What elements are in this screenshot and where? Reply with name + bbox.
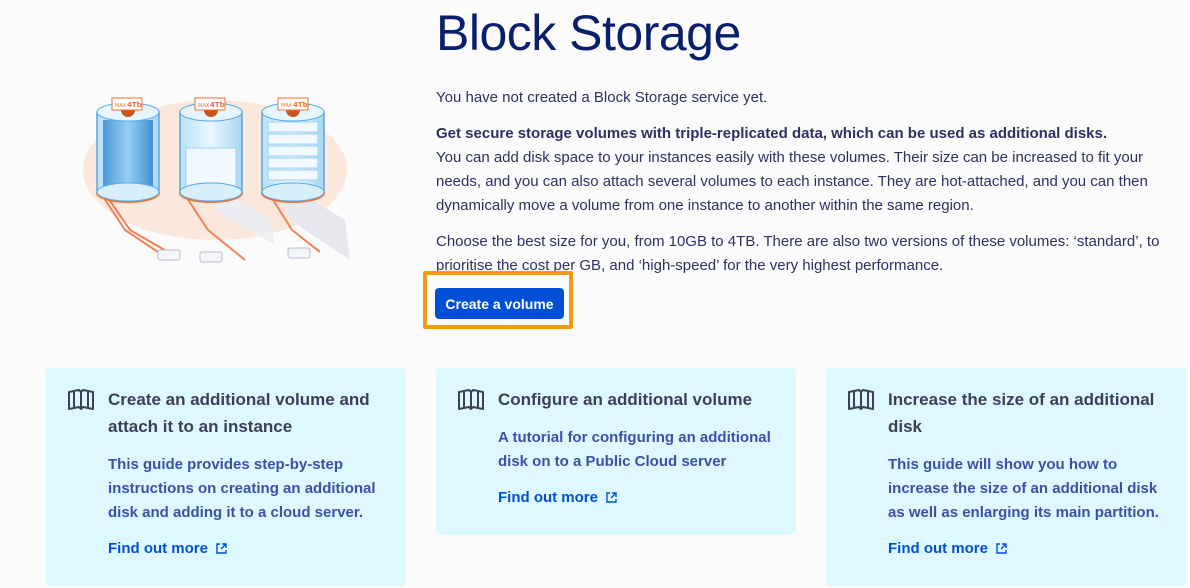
storage-illustration: MAX 4Tb MAX 4Tb MAX 4Tb: [83, 97, 350, 263]
guide-description: This guide will show you how to increase…: [888, 456, 1159, 521]
guide-card-2: Configure an additional volume A tutoria…: [436, 368, 796, 535]
link-label: Find out more: [108, 540, 208, 557]
guide-description: This guide provides step-by-step instruc…: [108, 456, 376, 521]
find-out-more-link[interactable]: Find out more: [888, 540, 1007, 557]
intro-section: You have not created a Block Storage ser…: [436, 86, 1176, 290]
guide-title: Configure an additional volume: [498, 390, 753, 409]
find-out-more-link[interactable]: Find out more: [498, 489, 617, 506]
open-book-icon: [458, 389, 484, 410]
open-book-icon: [848, 389, 874, 410]
svg-text:MAX: MAX: [115, 103, 127, 109]
page-title: Block Storage: [436, 5, 741, 61]
svg-text:4Tb: 4Tb: [293, 101, 308, 109]
link-label: Find out more: [498, 489, 598, 506]
external-link-icon: [996, 543, 1007, 554]
external-link-icon: [606, 492, 617, 503]
storage-cylinder-2: [179, 102, 246, 263]
capacity-badge-1: MAX 4Tb: [111, 97, 143, 111]
svg-text:MAX: MAX: [281, 103, 293, 109]
status-message: You have not created a Block Storage ser…: [436, 89, 768, 106]
guide-title: Increase the size of an additional disk: [888, 390, 1155, 436]
svg-text:4Tb: 4Tb: [127, 101, 142, 109]
description-text: You can add disk space to your instances…: [436, 149, 1148, 214]
capacity-badge-2: MAX 4Tb: [194, 97, 226, 111]
guide-title: Create an additional volume and attach i…: [108, 390, 370, 436]
storage-cylinder-1: [96, 102, 181, 261]
svg-text:MAX: MAX: [198, 103, 210, 109]
external-link-icon: [216, 543, 227, 554]
link-label: Find out more: [888, 540, 988, 557]
open-book-icon: [68, 389, 94, 410]
capacity-badge-3: MAX 4Tb: [277, 97, 309, 111]
create-volume-button[interactable]: Create a volume: [435, 288, 564, 319]
guide-card-1: Create an additional volume and attach i…: [46, 368, 406, 586]
find-out-more-link[interactable]: Find out more: [108, 540, 227, 557]
storage-cylinder-3: [261, 102, 325, 259]
sizing-text: Choose the best size for you, from 10GB …: [436, 233, 1160, 274]
guide-description: A tutorial for configuring an additional…: [498, 429, 771, 470]
guide-card-3: Increase the size of an additional disk …: [826, 368, 1186, 586]
svg-text:4Tb: 4Tb: [210, 101, 225, 109]
lead-text: Get secure storage volumes with triple-r…: [436, 125, 1108, 142]
cta-highlight-frame: [423, 271, 573, 329]
